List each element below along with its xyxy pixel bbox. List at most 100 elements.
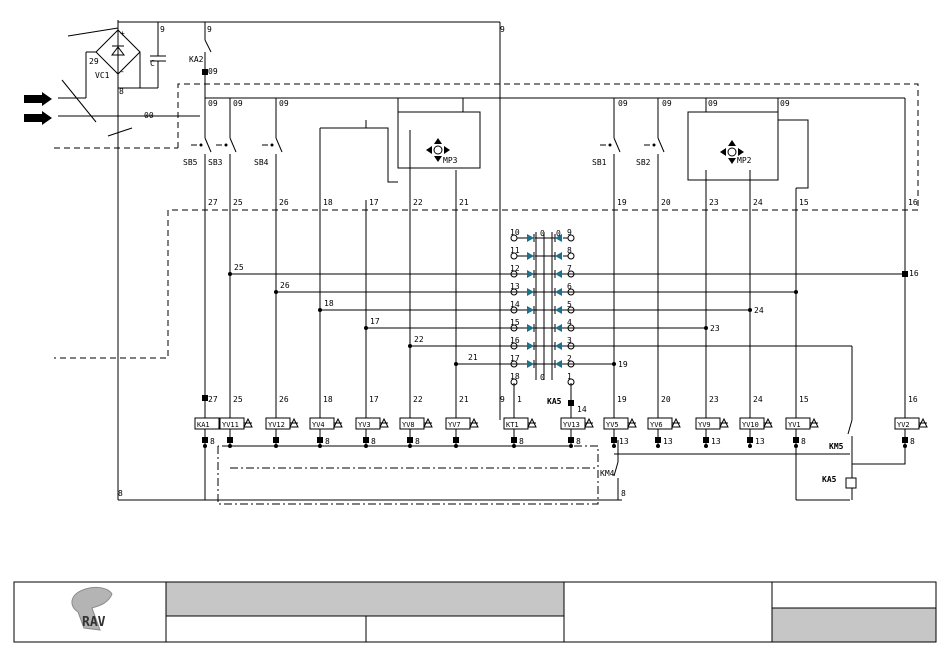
bus-label: 09 [208, 67, 218, 76]
diode-icon [584, 417, 594, 428]
diode-icon [719, 417, 729, 428]
coil-wire-label: 22 [413, 395, 423, 404]
diode-icon [555, 270, 562, 278]
cross-label: 18 [324, 299, 334, 308]
ka5-coil [845, 477, 857, 489]
joystick-label: MP3 [443, 156, 458, 165]
ka5-coil-label: KA5 [822, 475, 837, 484]
title-field [165, 581, 565, 617]
matrix-bus-label: 0 [540, 373, 545, 382]
diode-icon [423, 417, 433, 428]
diode-icon [555, 234, 562, 242]
matrix-row-label: 17 [510, 354, 520, 363]
coil-wire-label: 25 [233, 395, 243, 404]
diode-icon [555, 288, 562, 296]
matrix-row-label: 18 [510, 372, 520, 381]
diode-icon [555, 306, 562, 314]
diode-icon [809, 417, 819, 428]
cross-label: 22 [414, 335, 424, 344]
title-block: RAV [13, 581, 937, 643]
switch-label: SB3 [208, 158, 223, 167]
svg-text:+: + [120, 29, 125, 38]
diode-icon [555, 360, 562, 368]
diode-icon [671, 417, 681, 428]
km4-label: KM4 [600, 469, 615, 478]
coil-wire-label: 23 [709, 395, 719, 404]
coil-wire-label: 8 [210, 437, 215, 446]
diode-icon [627, 417, 637, 428]
coil-label: YV11 [222, 421, 239, 429]
column-wire-label: 18 [323, 198, 333, 207]
matrix-row-label: 2 [567, 354, 572, 363]
matrix-row-label: 8 [567, 246, 572, 255]
cross-label: 17 [370, 317, 380, 326]
coil-label: YV5 [606, 421, 619, 429]
coil-wire-label: 13 [619, 437, 629, 446]
power-supply: + - VC1 C 9 9 29 8 00 9 KA2 09 [24, 20, 505, 500]
coil-wire-label: 8 [576, 437, 581, 446]
diode-icon [527, 234, 534, 242]
coil-wire-label: 17 [369, 395, 379, 404]
diode-icon [527, 270, 534, 278]
matrix-row-label: 14 [510, 300, 520, 309]
svg-text:9: 9 [207, 25, 212, 34]
switch-label: SB4 [254, 158, 269, 167]
column-wire-label: 16 [908, 198, 918, 207]
coil-label: YV9 [698, 421, 711, 429]
diode-icon [527, 360, 534, 368]
diode-icon [243, 417, 253, 428]
km5-label: KM5 [829, 442, 844, 451]
coil-wire-label: 8 [371, 437, 376, 446]
column-wire-label: 15 [799, 198, 809, 207]
diode-icon [918, 417, 928, 428]
column-wire-label: 27 [208, 198, 218, 207]
coil-label: YV12 [268, 421, 285, 429]
joystick-mp3: MP3 [320, 98, 481, 183]
column-wire-label: 26 [279, 198, 289, 207]
column-wire-label: 24 [753, 198, 763, 207]
column-wire-label: 22 [413, 198, 423, 207]
matrix-row-label: 6 [567, 282, 572, 291]
company-logo: RAV [71, 587, 113, 631]
input-arrow-icon [24, 111, 52, 125]
coil-wire-label: 15 [799, 395, 809, 404]
cross-label: 16 [909, 269, 919, 278]
diode-icon [555, 252, 562, 260]
matrix-row-label: 3 [567, 336, 572, 345]
coil-label: YV4 [312, 421, 325, 429]
switch-label: SB1 [592, 158, 607, 167]
coil-wire-label: 13 [711, 437, 721, 446]
coil-wire-label: 21 [459, 395, 469, 404]
matrix-bus-label: 0 [556, 229, 561, 238]
ka5-wire-label: 14 [577, 405, 587, 414]
bus-tap-label: 09 [780, 99, 790, 108]
coil-wire-label: 20 [661, 395, 671, 404]
matrix-row-label: 15 [510, 318, 520, 327]
switch-label: SB2 [636, 158, 651, 167]
wire-label: 8 [119, 87, 124, 96]
bus-tap-label: 09 [662, 99, 672, 108]
wire-label: 00 [144, 111, 154, 120]
coil-label: YV13 [563, 421, 580, 429]
matrix-row-label: 1 [567, 372, 572, 381]
diode-icon [527, 417, 537, 428]
cross-label: 24 [754, 306, 764, 315]
bus-tap-label: 09 [708, 99, 718, 108]
km4-wire-label: 8 [621, 489, 626, 498]
matrix-row-label: 16 [510, 336, 520, 345]
rectifier-label: VC1 [95, 71, 110, 80]
wire-label: 29 [89, 57, 99, 66]
bus-tap-label: 09 [618, 99, 628, 108]
coil-wire-label: 13 [663, 437, 673, 446]
coil-wire-label: 8 [910, 437, 915, 446]
sheet-field [771, 607, 937, 643]
svg-text:RAV: RAV [82, 615, 106, 630]
matrix-row-label: 12 [510, 264, 520, 273]
wire-label: 9 [500, 25, 505, 34]
matrix-bus-label: 0 [540, 229, 545, 238]
cross-label: 21 [468, 353, 478, 362]
column-wire-label: 25 [233, 198, 243, 207]
